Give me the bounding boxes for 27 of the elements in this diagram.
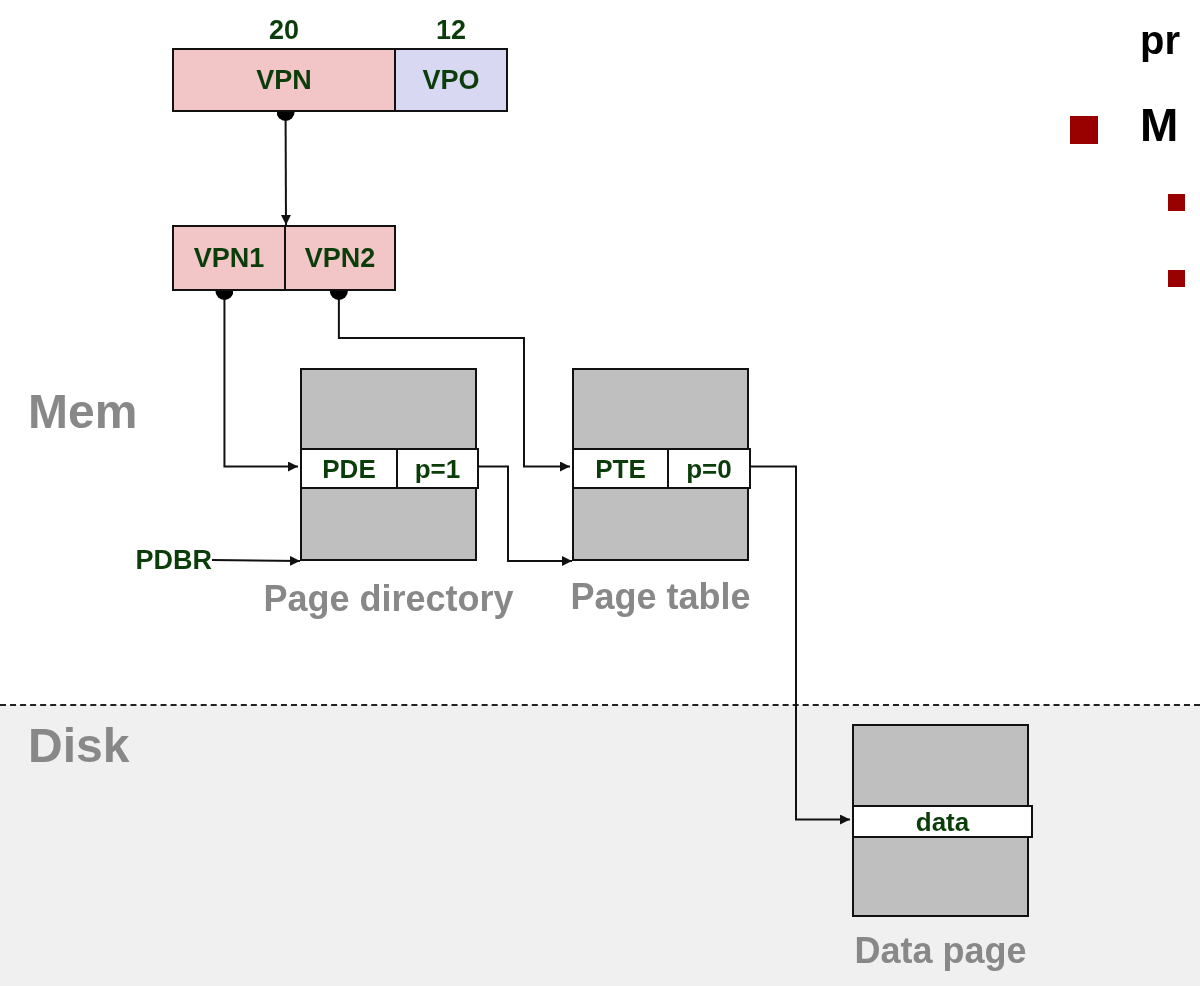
table-entry bbox=[572, 448, 669, 489]
field-label: data bbox=[915, 808, 970, 835]
table-entry bbox=[852, 805, 1033, 838]
address-field bbox=[284, 225, 396, 291]
field-label: PDBR bbox=[135, 546, 212, 574]
field-label: VPN2 bbox=[304, 244, 376, 272]
page-caption: Page directory bbox=[262, 577, 515, 621]
field-label: p=0 bbox=[686, 455, 732, 482]
page-caption: Data page bbox=[853, 929, 1028, 973]
table-entry bbox=[667, 448, 751, 489]
address-field bbox=[172, 225, 286, 291]
field-label: p=1 bbox=[414, 455, 461, 482]
arrow bbox=[211, 555, 301, 566]
field-label: PDE bbox=[322, 455, 376, 482]
region-label: Disk bbox=[28, 722, 130, 770]
field-label: PTE bbox=[595, 455, 646, 482]
table-entry bbox=[396, 448, 479, 489]
field-label: VPO bbox=[422, 66, 480, 94]
page-caption: Page table bbox=[569, 575, 752, 619]
heading-text: M bbox=[1140, 102, 1179, 148]
bit-width-label: 20 bbox=[267, 17, 300, 44]
region-label: Mem bbox=[28, 388, 138, 436]
field-label: VPN bbox=[256, 66, 312, 94]
heading-text: pr bbox=[1140, 20, 1180, 60]
bit-width-label: 12 bbox=[434, 17, 467, 44]
table-entry bbox=[300, 448, 398, 489]
field-label: VPN1 bbox=[193, 244, 265, 272]
